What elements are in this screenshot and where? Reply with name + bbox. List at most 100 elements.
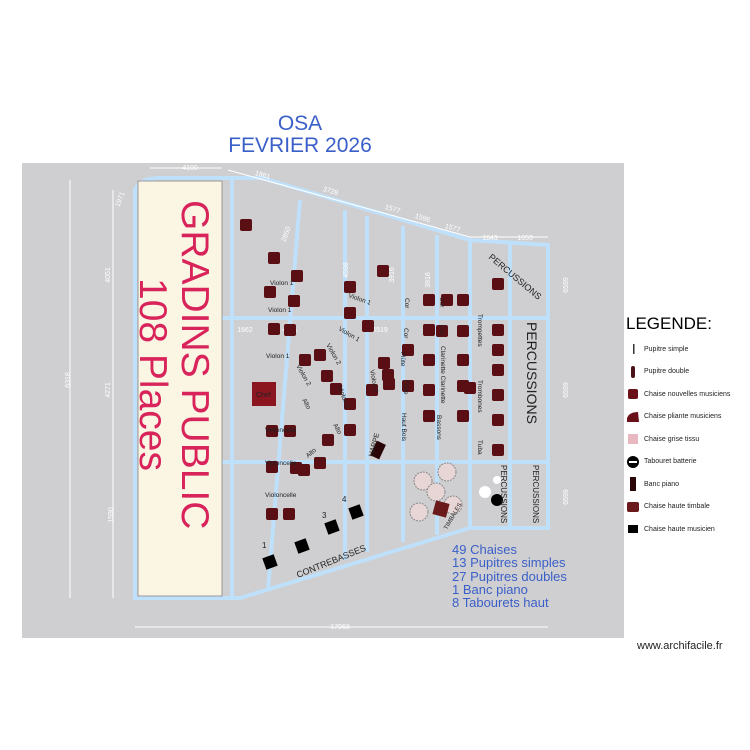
summary-chairs: 49 Chaises — [452, 542, 518, 557]
dimension-label: 4100 — [182, 165, 198, 172]
musician-chair — [457, 354, 469, 366]
drum-stool — [491, 494, 503, 506]
musician-chair — [441, 294, 453, 306]
musician-chair — [423, 324, 435, 336]
musician-chair — [283, 508, 295, 520]
musician-chair — [344, 424, 356, 436]
timbale — [426, 482, 446, 502]
musician-chair — [299, 354, 311, 366]
musician-chair — [423, 354, 435, 366]
musician-chair — [330, 383, 342, 395]
musician-chair — [314, 457, 326, 469]
legend-label: Chaise grise tissu — [644, 435, 700, 443]
legend-label: Chaise haute timbale — [644, 503, 710, 510]
dimension-label: 6599 — [563, 277, 570, 293]
section-label: PERCUSSIONS — [499, 465, 508, 523]
legend-label: Chaise pliante musiciens — [644, 413, 722, 420]
dimension-label: 1653 — [517, 235, 533, 242]
legend-label: Banc piano — [644, 480, 680, 488]
dimension-label: 6599 — [563, 382, 570, 398]
musician-chair — [383, 378, 395, 390]
chef-podium — [252, 382, 276, 406]
chaise-haute-timbale-icon — [627, 501, 639, 512]
legend-label: Chaise haute musicien — [644, 525, 715, 533]
musician-chair — [344, 281, 356, 293]
legend-label: Tabouret batterie — [644, 458, 697, 465]
musician-chair — [344, 398, 356, 410]
dimension-label: 4598 — [343, 262, 350, 278]
chaise-nouvelle-icon — [628, 389, 638, 399]
legend-item: Tabouret batterie — [626, 455, 697, 469]
musician-chair — [322, 434, 334, 446]
timbale — [413, 471, 433, 491]
legend-item: Chaise pliante musiciens — [626, 410, 721, 424]
section-label: Cor — [403, 298, 410, 309]
musician-chair — [423, 294, 435, 306]
high-stool — [294, 538, 310, 554]
section-label: Flûte — [402, 380, 409, 395]
musician-chair — [344, 307, 356, 319]
musician-chair — [457, 410, 469, 422]
summary-stools: 8 Tabourets haut — [452, 595, 549, 611]
musician-chair — [492, 389, 504, 401]
musician-chair — [314, 349, 326, 361]
section-label: 3 — [322, 511, 327, 520]
musician-chair — [492, 324, 504, 336]
legend-label: Pupitre simple — [644, 345, 689, 353]
piano-bench — [370, 440, 386, 460]
musician-chair — [268, 323, 280, 335]
section-label: Violoncelle — [265, 427, 297, 434]
dimension-label: 1596 — [414, 213, 431, 224]
section-label: PERCUSSIONS — [531, 465, 540, 523]
gradins-label: GRADINS PUBLIC — [173, 200, 216, 529]
musician-chair — [402, 344, 414, 356]
dimension-label: 1971 — [115, 191, 127, 208]
dimension-label: 6318 — [65, 372, 72, 388]
musician-chair — [290, 462, 302, 474]
section-label: Cor — [438, 325, 445, 336]
musician-chair — [492, 414, 504, 426]
site-link[interactable]: www.archifacile.fr — [637, 640, 723, 652]
high-stool — [324, 519, 340, 535]
chaise-pliante-icon — [627, 411, 639, 422]
musician-chair — [362, 320, 374, 332]
summary-piano-bench: 1 Banc piano — [452, 581, 528, 597]
musician-chair — [423, 384, 435, 396]
musician-chair — [288, 295, 300, 307]
drum — [479, 486, 491, 498]
dimension-label: 3916 — [425, 272, 432, 288]
pupitre-simple-icon — [633, 344, 635, 354]
musician-chair — [492, 344, 504, 356]
gradins-places: 108 Places — [131, 278, 174, 471]
section-label: Haut Bois — [400, 413, 407, 442]
title-line1: OSA — [277, 112, 323, 135]
summary: 49 Chaises 13 Pupitres simples 27 Pupitr… — [452, 542, 567, 611]
dimension-label: 1662 — [237, 327, 253, 334]
summary-double-stands: 27 Pupitres doubles — [452, 568, 567, 584]
section-label: 4 — [342, 495, 347, 504]
musician-chair — [366, 384, 378, 396]
musician-chair — [457, 294, 469, 306]
dimension-label: 6599 — [563, 489, 570, 505]
cymbal — [493, 476, 501, 484]
musician-chair — [284, 425, 296, 437]
timbale — [437, 462, 457, 482]
timbale-stool — [432, 500, 450, 518]
banc-piano-icon — [630, 477, 636, 491]
dimension-label: 4271 — [105, 382, 112, 398]
musician-chair — [492, 278, 504, 290]
section-label: Bassons — [435, 415, 442, 441]
musician-chair — [436, 325, 448, 337]
musician-chair — [240, 219, 252, 231]
dimension-label: 17968 — [330, 624, 350, 631]
legend-item: Chaise haute timbale — [626, 500, 710, 514]
legend-label: Pupitre double — [644, 368, 690, 375]
musician-chair — [492, 444, 504, 456]
musician-chair — [492, 364, 504, 376]
title-line2: FEVRIER 2026 — [228, 134, 372, 157]
musician-chair — [402, 380, 414, 392]
section-label: Trombones — [476, 380, 483, 413]
legend-item: Chaise nouvelles musiciens — [626, 387, 730, 401]
dimension-label: 1590 — [108, 507, 115, 523]
